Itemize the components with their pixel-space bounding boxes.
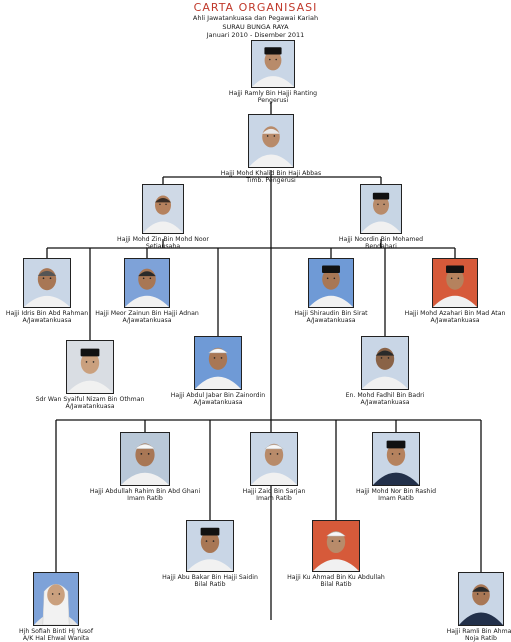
member-photo [361, 336, 409, 390]
member-photo [124, 258, 170, 308]
member-role: A/Jawatankuasa [22, 317, 72, 324]
member-name: Hajji Noordin Bin Mohamed [338, 236, 424, 243]
member-name: Hajji Shiraudin Bin Sirat [294, 310, 368, 317]
chart-title: CARTA ORGANISASI [193, 1, 318, 14]
member-name: Hajji Ramly Bin Hajji Ranting [228, 90, 318, 97]
member-name: Hajji Abdullah Rahim Bin Abd Ghani [89, 488, 201, 495]
member-photo [458, 572, 504, 626]
member-role: Imam Ratib [378, 495, 414, 502]
member-name: Hajji Mohd Nor Bin Rashid [355, 488, 437, 495]
member-photo [308, 258, 354, 308]
member-photo [194, 336, 242, 390]
member-name: Hajji Mohd Zin Bin Mohd Noor [117, 236, 209, 243]
member-name: Hajji Ramli Bin Ahmad [446, 628, 511, 635]
member-photo [186, 520, 234, 572]
member-name: Hajji Idris Bin Abd Rahman [5, 310, 89, 317]
member-name: Hjh Sofiah Binti Hj Yusof [18, 628, 94, 635]
member-name: Sdr Wan Syaiful Nizam Bin Othman [35, 396, 145, 403]
member-role: Bilal Ratib [320, 581, 352, 588]
member-role: Bilal Ratib [194, 581, 226, 588]
member-name: Hajji Abu Bakar Bin Hajji Saidin [162, 574, 258, 581]
chart-subtitle: Ahli Jawatankuasa dan Pegawai Kariah [192, 14, 319, 22]
member-role: Bendahari [365, 243, 397, 250]
member-role: Imam Ratib [256, 495, 292, 502]
member-photo [312, 520, 360, 572]
member-name: Hajji Zaid Bin Sarjan [242, 488, 306, 495]
member-role: Setiausaha [145, 243, 181, 250]
member-role: A/Jawatankuasa [193, 399, 243, 406]
member-photo [372, 432, 420, 486]
chart-period: Januari 2010 - Disember 2011 [206, 31, 305, 39]
member-role: A/Jawatankuasa [122, 317, 172, 324]
member-role: A/Jawatankuasa [306, 317, 356, 324]
member-photo [66, 340, 114, 394]
member-role: A/Jawatankuasa [360, 399, 410, 406]
member-photo [360, 184, 402, 234]
member-role: A/Jawatankuasa [430, 317, 480, 324]
member-role: Imam Ratib [127, 495, 163, 502]
member-photo [142, 184, 184, 234]
member-role: A/K Hal Ehwal Wanita [22, 635, 90, 642]
organization-name: SURAU BUNGA RAYA [222, 23, 289, 31]
member-role: Noja Ratib [465, 635, 497, 642]
member-name: Hajji Mohd Khalid Bin Haji Abbas [220, 170, 322, 177]
member-photo [251, 40, 295, 88]
member-role: Pengerusi [257, 97, 289, 104]
member-name: Hajji Ku Ahmad Bin Ku Abdullah [287, 574, 385, 581]
member-role: Timb. Pengerusi [246, 177, 296, 184]
member-photo [33, 572, 79, 626]
member-photo [250, 432, 298, 486]
member-name: En. Mohd Fadhil Bin Badri [345, 392, 425, 399]
member-photo [120, 432, 170, 486]
member-name: Hajji Abdul Jabar Bin Zainordin [170, 392, 266, 399]
member-photo [248, 114, 294, 168]
member-role: A/Jawatankuasa [65, 403, 115, 410]
member-photo [23, 258, 71, 308]
member-photo [432, 258, 478, 308]
member-name: Hajji Meor Zainun Bin Hajji Adnan [95, 310, 199, 317]
member-name: Hajji Mohd Azahari Bin Mad Atan [404, 310, 506, 317]
